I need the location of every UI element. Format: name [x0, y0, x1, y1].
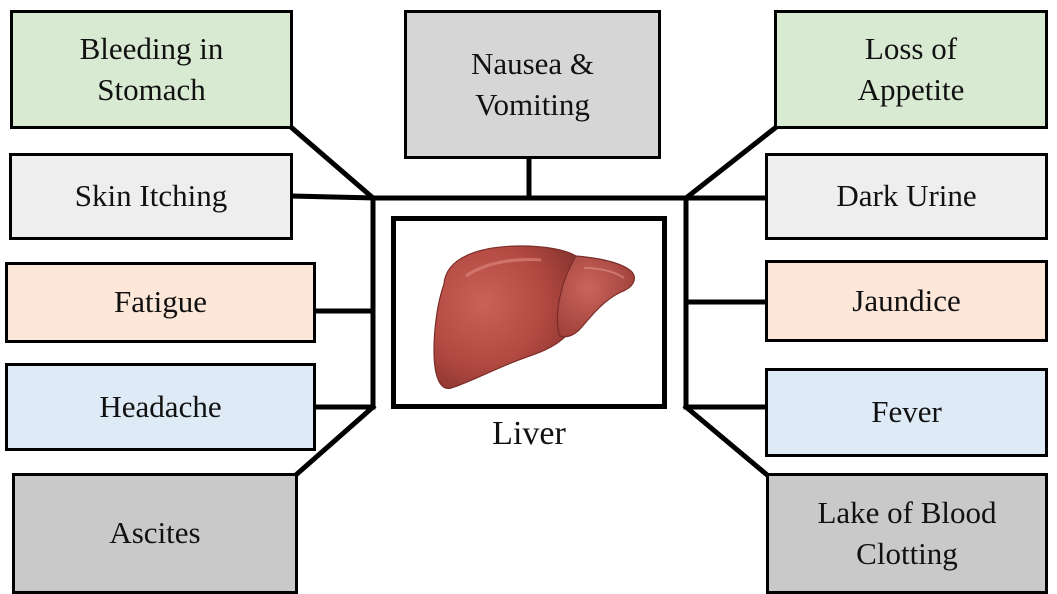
- symptom-label: Ascites: [109, 513, 200, 553]
- symptom-label: Bleeding in Stomach: [80, 29, 224, 110]
- symptom-headache: Headache: [5, 363, 316, 451]
- liver-icon: [426, 236, 640, 396]
- symptom-label: Loss of Appetite: [858, 29, 965, 110]
- symptom-skin-itching: Skin Itching: [9, 153, 293, 240]
- symptom-label: Headache: [99, 387, 221, 427]
- center-label: Liver: [391, 415, 667, 453]
- symptom-label: Skin Itching: [75, 176, 227, 216]
- liver-image-frame: [391, 216, 667, 409]
- symptom-lake-of-blood-clotting: Lake of Blood Clotting: [766, 473, 1048, 594]
- symptom-label: Fatigue: [114, 282, 207, 322]
- symptom-fatigue: Fatigue: [5, 262, 316, 343]
- symptom-label: Fever: [871, 392, 942, 432]
- symptom-label: Nausea & Vomiting: [471, 44, 594, 125]
- symptom-nausea-vomiting: Nausea & Vomiting: [404, 10, 661, 159]
- symptom-label: Dark Urine: [836, 176, 976, 216]
- symptom-label: Jaundice: [852, 281, 960, 321]
- symptom-fever: Fever: [765, 368, 1048, 457]
- symptom-ascites: Ascites: [12, 473, 298, 594]
- symptom-label: Lake of Blood Clotting: [817, 493, 996, 574]
- symptom-jaundice: Jaundice: [765, 260, 1048, 342]
- symptom-bleeding-in-stomach: Bleeding in Stomach: [10, 10, 293, 129]
- symptom-loss-of-appetite: Loss of Appetite: [774, 10, 1048, 129]
- symptom-dark-urine: Dark Urine: [765, 153, 1048, 240]
